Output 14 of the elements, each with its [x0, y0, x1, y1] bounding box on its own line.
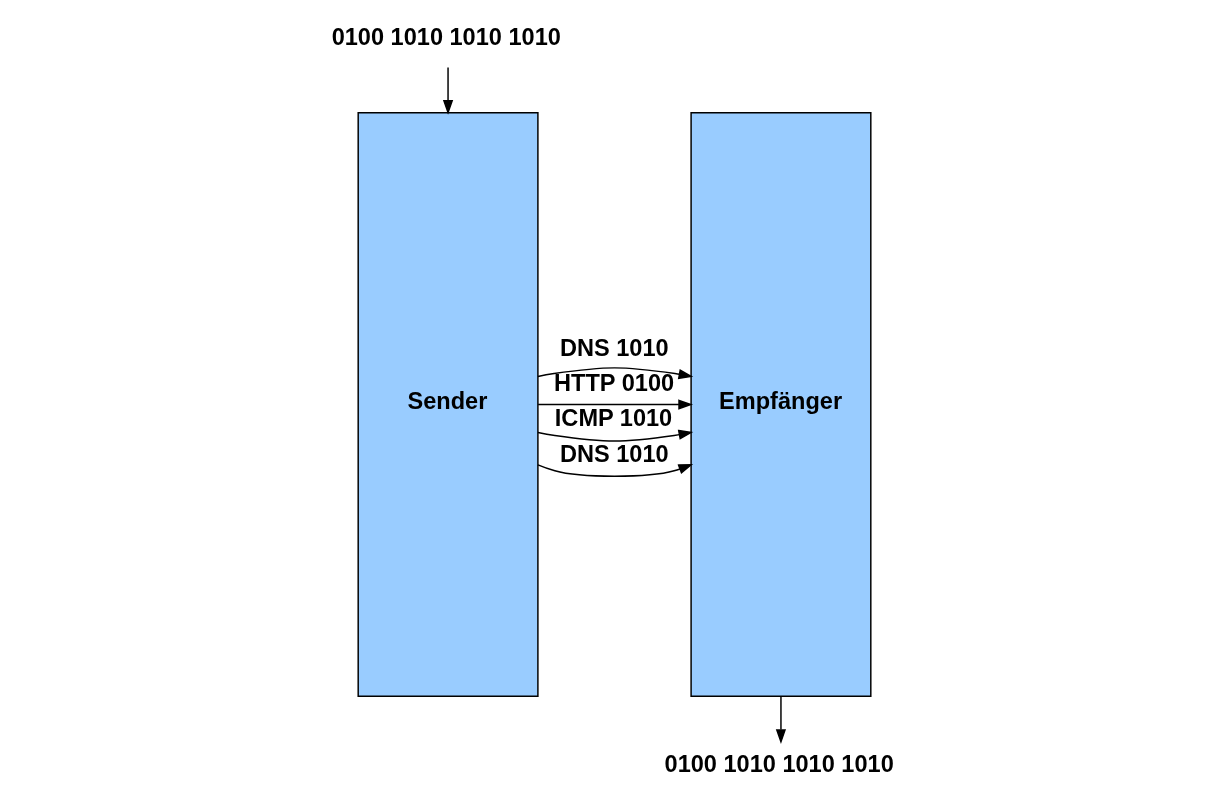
arrow [537, 367, 694, 380]
arrow [442, 66, 454, 115]
edge-label: DNS 1010 [560, 440, 669, 467]
node-box: Sender [357, 112, 539, 697]
arrow [537, 429, 694, 442]
arrow [537, 464, 694, 477]
node-text: 0100 1010 1010 1010 [331, 23, 561, 50]
arrow [537, 399, 693, 410]
arrow [775, 695, 787, 744]
node-text: 0100 1010 1010 1010 [664, 751, 894, 778]
node-box: Empfänger [690, 112, 872, 697]
edge-label: HTTP 0100 [554, 369, 675, 396]
edge-label: DNS 1010 [560, 334, 669, 361]
edge-label: ICMP 1010 [554, 405, 673, 432]
